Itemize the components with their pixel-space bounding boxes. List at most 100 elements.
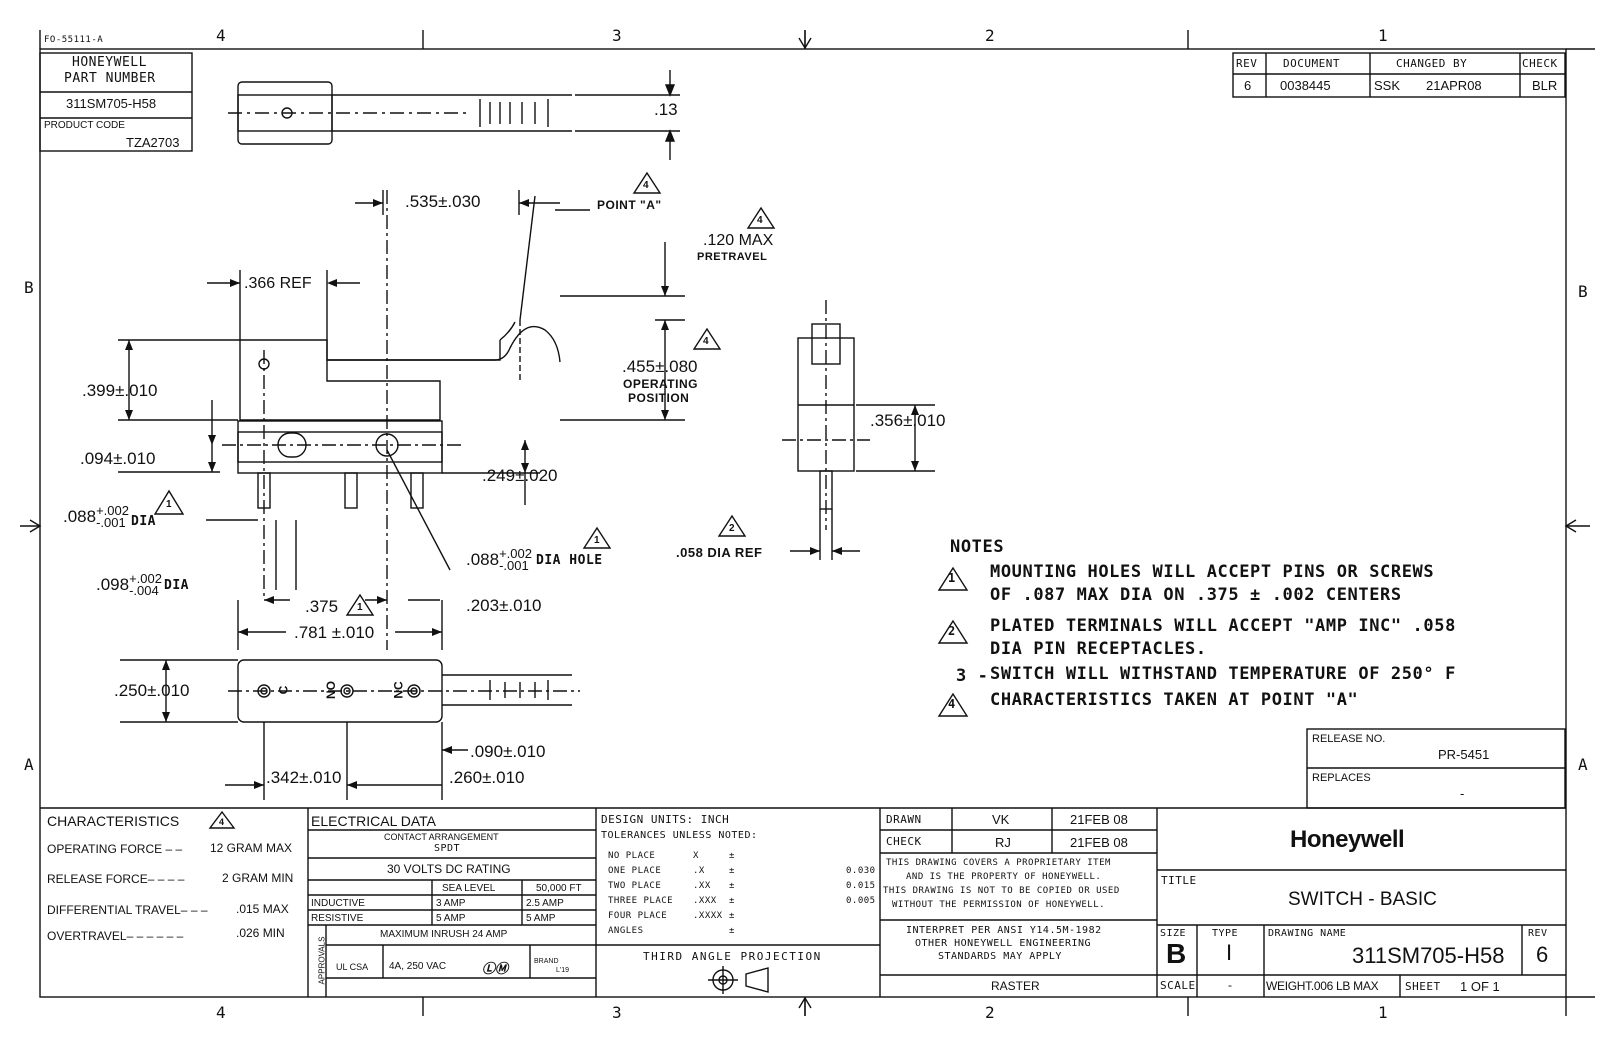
weight-value: WEIGHT.006 LB MAX [1266,979,1379,993]
tol-pm-5: ± [729,926,735,936]
product-code: TZA2703 [126,135,180,150]
agency: UL CSA [336,962,369,972]
load-inductive: INDUCTIVE [311,898,365,909]
approvals-label: APPROVALS [317,936,327,985]
load-resistive: RESISTIVE [311,913,364,924]
drawing-name-label: DRAWING NAME [1268,928,1347,939]
zone-bottom-4: 4 [216,1003,227,1022]
check-by: RJ [995,835,1011,850]
dim-342: .342±.010 [266,768,342,787]
tol-pm-0: ± [729,851,735,861]
tol-fmt-4: .XXXX [693,911,723,921]
dim-pretravel: .120 MAX [703,232,774,249]
tol-label-4: FOUR PLACE [608,911,668,921]
proprietary-line-4: WITHOUT THE PERMISSION OF HONEYWELL. [892,900,1106,910]
check-value: BLR [1532,78,1558,93]
dim-399: .399±.010 [82,381,158,400]
tol-pm-2: ± [729,881,735,891]
replaces-value: - [1460,786,1465,801]
notes-title: NOTES [950,537,1005,557]
tol-label-2: TWO PLACE [608,881,662,891]
proprietary-line-3: THIS DRAWING IS NOT TO BE COPIED OR USED [883,886,1120,896]
tol-fmt-0: X [693,851,699,861]
terminal-no: NO [324,681,338,699]
zone-left-b: B [24,278,35,297]
rev-label: REV [1528,928,1548,939]
form-number: FO-55111-A [44,35,104,45]
proprietary-line-1: THIS DRAWING COVERS A PROPRIETARY ITEM [886,858,1111,868]
dim-781: .781 ±.010 [294,623,375,642]
terminal-c: C [276,685,291,695]
part-number: 311SM705-H58 [66,96,157,111]
flag-1-spacing: 1 [357,602,363,613]
zone-right-a: A [1578,755,1589,774]
proprietary-line-2: AND IS THE PROPERTY OF HONEYWELL. [906,872,1102,882]
dim-260: .260±.010 [449,768,525,787]
projection-label: THIRD ANGLE PROJECTION [643,950,822,963]
check-label: CHECK [886,835,922,848]
honeywell-logo: Honeywell [1290,826,1405,853]
char-value-0: 12 GRAM MAX [210,841,293,855]
size-label: SIZE [1160,928,1187,939]
zone-bottom-3: 3 [612,1003,623,1022]
brand-value: L'19 [556,967,570,974]
dim-058: .058 DIA REF [676,545,763,560]
flag-2-terminal: 2 [729,523,735,534]
col-sea-level: SEA LEVEL [442,883,496,894]
max-inrush: MAXIMUM INRUSH 24 AMP [380,929,508,940]
changed-date-value: 21APR08 [1426,78,1482,93]
zone-top-3: 3 [612,26,623,45]
note-4-marker: 4 [948,697,956,711]
note-1-line-2: OF .087 MAX DIA ON .375 ± .002 CENTERS [990,585,1402,605]
dim-366: .366 REF [244,275,312,292]
check-date: 21FEB 08 [1070,835,1128,850]
zone-top-1: 1 [1378,26,1389,45]
release-label: RELEASE NO. [1312,733,1386,745]
zone-right-b: B [1578,282,1589,301]
inductive-sea: 3 AMP [436,898,466,909]
product-code-label: PRODUCT CODE [44,120,125,131]
rev-header: REV [1236,57,1258,70]
drawn-by: VK [992,812,1010,827]
char-label-1: RELEASE FORCE– – – – [47,872,185,886]
char-label-2: DIFFERENTIAL TRAVEL– – – [47,903,208,917]
flag-1-hole: 1 [594,535,600,546]
design-units: DESIGN UNITS: INCH [601,813,730,826]
dim-250: .250±.010 [114,681,190,700]
dim-455: .455±.080 [622,357,698,376]
tol-pm-1: ± [729,866,735,876]
char-value-1: 2 GRAM MIN [222,871,294,885]
tol-pm-3: ± [729,896,735,906]
flag-1-pin: 1 [166,499,172,510]
terminal-nc: NC [391,681,406,699]
zone-top-4: 4 [216,26,227,45]
note-1-line-1: MOUNTING HOLES WILL ACCEPT PINS OR SCREW… [990,562,1435,582]
inductive-alt: 2.5 AMP [526,898,564,909]
interpret-line-3: STANDARDS MAY APPLY [938,951,1062,962]
tol-pm-4: ± [729,911,735,921]
contact-label: CONTACT ARRANGEMENT [384,832,499,842]
size-value: B [1166,938,1187,969]
replaces-label: REPLACES [1312,772,1371,784]
drawing-title: SWITCH - BASIC [1288,889,1437,910]
interpret-line-2: OTHER HONEYWELL ENGINEERING [915,938,1092,949]
resistive-sea: 5 AMP [436,913,466,924]
agency-rating: 4A, 250 VAC [389,961,447,972]
tol-value-2: 0.015 [846,881,876,891]
tol-fmt-3: .XXX [693,896,717,906]
sheet-label: SHEET [1405,980,1441,993]
dim-535: .535±.030 [405,192,481,211]
tol-label-1: ONE PLACE [608,866,662,876]
note-3-line-1: SWITCH WILL WITHSTAND TEMPERATURE OF 250… [990,664,1456,684]
resistive-alt: 5 AMP [526,913,556,924]
tol-value-3: 0.005 [846,896,876,906]
changed-by-value: SSK [1374,78,1401,93]
tol-value-1: 0.030 [846,866,876,876]
check-header: CHECK [1522,57,1558,70]
col-altitude: 50,000 FT [536,883,582,894]
tol-fmt-1: .X [693,866,705,876]
characteristics-flag: 4 [219,817,225,827]
contact-value: SPDT [434,843,461,854]
